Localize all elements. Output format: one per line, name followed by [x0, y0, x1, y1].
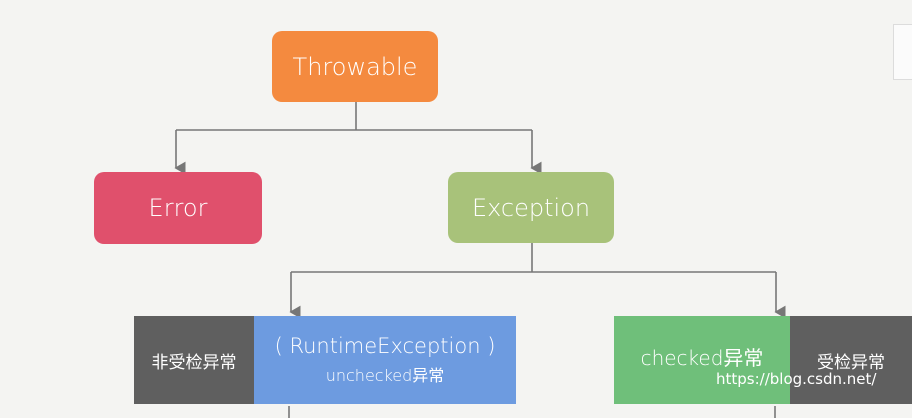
- throwable-node: Throwable: [272, 31, 438, 102]
- exception-node: Exception: [448, 172, 614, 243]
- unchecked-tag: 非受检异常: [134, 316, 254, 404]
- runtime-exception-subtitle: unchecked异常: [325, 366, 445, 385]
- runtime-exception-title: ( RuntimeException ): [274, 334, 496, 358]
- error-node: Error: [94, 172, 262, 244]
- checked-tag: 受检异常: [790, 316, 912, 404]
- watermark-text: https://blog.csdn.net/: [716, 370, 877, 388]
- edge-tab: [893, 24, 912, 80]
- checked-exception-node: checked异常: [614, 316, 790, 404]
- runtime-exception-node: ( RuntimeException ) unchecked异常: [254, 316, 516, 404]
